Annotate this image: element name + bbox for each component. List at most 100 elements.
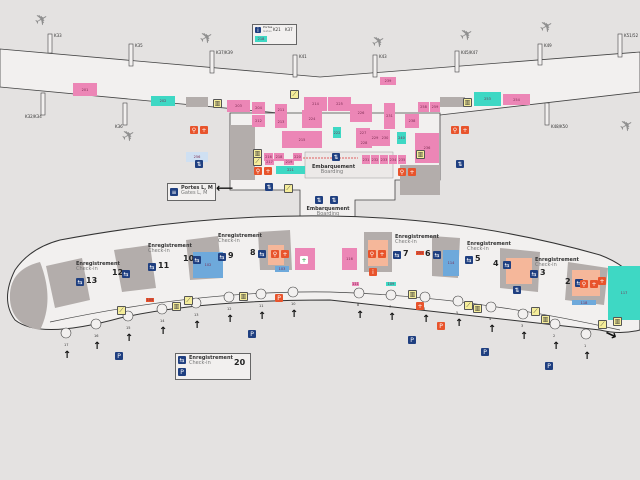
check-in-icon[interactable]: ⇆ [465,256,473,264]
check-in-icon[interactable]: ⇆ [148,263,156,271]
door-number[interactable]: 5 [456,311,459,315]
escalator-icon[interactable]: ⟋ [253,157,262,166]
door-number[interactable]: 16 [94,334,99,338]
shop-unit[interactable]: 232 [371,155,379,164]
escalator-icon[interactable]: ⇅ [315,196,323,204]
check-in-20-box[interactable]: ⇆ Enregistrement Check-in 20 P [175,353,251,380]
door-number[interactable]: 15 [126,326,131,330]
elevator-icon[interactable]: ▥ [239,292,248,301]
toilets-icon[interactable]: ⚲ [398,168,406,176]
shop-unit[interactable]: 213 [275,116,287,128]
elevator-icon[interactable]: ▥ [213,99,222,108]
escalator-icon[interactable]: ⟋ [531,307,540,316]
shop-unit[interactable]: 103 [275,266,289,272]
shop-unit[interactable]: 222 [333,127,341,138]
shop-unit[interactable]: 204 [252,102,265,114]
check-in-icon[interactable]: ⇆ [433,251,441,259]
toilets-icon[interactable]: ⚲ [580,280,588,288]
baby-change-icon[interactable]: + [264,167,272,175]
shop-unit[interactable]: 258 [418,102,429,112]
baby-change-icon[interactable]: + [590,280,598,288]
shop-unit[interactable]: 221 [276,166,305,174]
shop-unit[interactable]: 231 [362,155,370,164]
door-number[interactable]: 4 [489,317,492,321]
shop-unit[interactable]: 201 [73,83,97,96]
escalator-icon[interactable]: ⟋ [284,184,293,193]
shop-unit[interactable]: 105 [146,298,154,302]
parking-icon[interactable]: P [437,322,445,330]
baby-change-icon[interactable]: + [281,250,289,258]
shop-unit[interactable]: 214 [304,97,327,111]
escalator-icon[interactable]: ⟋ [464,301,473,310]
shop-unit[interactable]: 259 [430,102,440,112]
escalator-icon[interactable]: ⟋ [290,90,299,99]
shop-unit[interactable]: 109 [386,282,396,286]
gate-label[interactable]: K37/K39 [216,50,233,55]
gate-label[interactable]: K49 [544,43,552,48]
check-in-icon[interactable]: ⇆ [503,261,511,269]
elevator-icon[interactable]: ⇅ [456,160,464,168]
gate-label[interactable]: K32/K34 [25,114,42,119]
elevator-icon[interactable]: ▥ [613,317,622,326]
shop-unit[interactable]: 235 [398,155,406,164]
door-number[interactable]: 14 [160,319,165,323]
door-number[interactable]: 17 [64,343,69,347]
shop-unit[interactable]: 118 [572,300,596,305]
shop-unit[interactable]: 256 [186,152,208,162]
check-in-icon[interactable]: ⇆ [575,279,583,287]
elevator-icon[interactable]: ▥ [541,315,550,324]
gate-label[interactable]: K35 [135,43,143,48]
elevator-icon[interactable]: ⇅ [195,160,203,168]
gate-label[interactable]: K36 [115,124,123,129]
escalator-icon[interactable]: ⟋ [598,320,607,329]
shop-unit[interactable]: 117 [608,266,640,320]
shop-unit[interactable]: 227 [356,128,370,138]
shop-unit[interactable]: 116 [342,248,357,270]
parking-icon[interactable]: P [408,336,416,344]
gates-lm-sign[interactable]: ≡ Portes L, M Gates L, M [167,183,216,201]
elevator-icon[interactable]: ⇅ [265,183,273,191]
shop-unit[interactable]: 203 [227,100,250,112]
elevator-icon[interactable]: ⇅ [513,286,521,294]
shop-unit[interactable]: 217 [265,159,274,165]
toilets-icon[interactable]: ⚲ [368,250,376,258]
door-number[interactable]: 11 [259,304,264,308]
check-in-icon[interactable]: ⇆ [258,250,266,258]
shop-unit[interactable]: 215 [282,131,322,148]
gate-label[interactable]: K48/K50 [551,124,568,129]
elevator-icon[interactable]: ▥ [463,98,472,107]
door-number[interactable]: 6 [423,307,426,311]
shop-unit[interactable]: 202 [151,96,175,106]
shop-unit[interactable]: 234 [389,155,397,164]
elevator-icon[interactable]: ⇅ [330,196,338,204]
shop-unit[interactable]: 231 [384,103,395,129]
parking-icon[interactable]: P [275,294,283,302]
shop-unit[interactable]: 226 [350,104,372,122]
first-aid-icon[interactable]: + [598,277,606,285]
door-number[interactable]: 2 [553,334,556,338]
baby-change-icon[interactable]: + [408,168,416,176]
gate-info-box[interactable]: i Portes Gates K21 K37 218 [252,24,297,45]
shop-unit[interactable]: 233 [380,155,388,164]
gate-label[interactable]: K33 [54,33,62,38]
shop-unit[interactable]: 253 [474,92,501,106]
check-in-icon[interactable]: ⇆ [76,278,84,286]
parking-icon[interactable]: P [248,330,256,338]
shop-unit[interactable]: 216 [264,153,273,161]
shop-unit[interactable]: 239 [380,77,396,85]
shop-unit[interactable]: 240 [397,132,406,144]
door-number[interactable]: 1 [584,344,587,348]
shop-unit[interactable]: 220 [293,153,302,161]
first-aid-icon[interactable]: + [416,302,424,310]
door-number[interactable]: 12 [227,307,232,311]
shop-unit[interactable]: 228 [356,138,372,148]
elevator-icon[interactable]: ▥ [172,302,181,311]
check-in-icon[interactable]: ⇆ [530,270,538,278]
shop-unit[interactable]: 114 [443,250,459,276]
toilets-icon[interactable]: ⚲ [271,250,279,258]
check-in-icon[interactable]: ⇆ [218,253,226,261]
door-number[interactable]: 8 [357,303,360,307]
check-in-icon[interactable]: ⇆ [122,270,130,278]
shop-unit[interactable]: 255 [416,251,424,255]
gate-label[interactable]: K43 [379,54,387,59]
